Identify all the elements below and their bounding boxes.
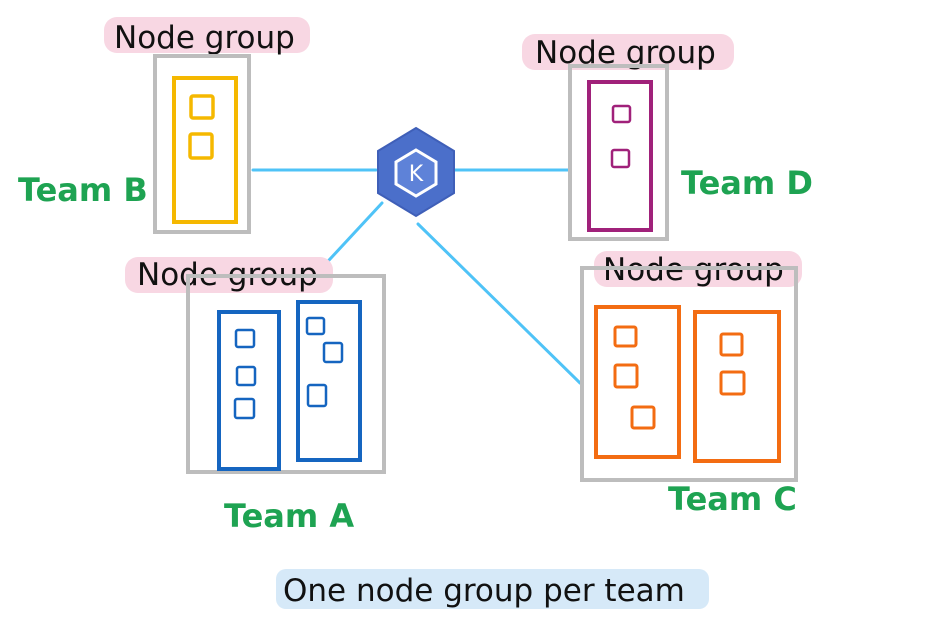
- node-group-team-a: Node group Team A: [125, 257, 386, 535]
- node-group-team-d: Node group Team D: [522, 34, 813, 241]
- hexagon-letter: K: [409, 162, 424, 187]
- pod-icon: [305, 316, 326, 336]
- pod-icon: [322, 341, 344, 364]
- node-group-box: [580, 266, 798, 482]
- label-highlight: [522, 34, 734, 70]
- team-label: Team D: [681, 164, 813, 202]
- node-group-label: Node group: [114, 20, 295, 56]
- pod-icon: [234, 328, 256, 349]
- node-box: [217, 310, 281, 471]
- node-box: [172, 76, 238, 224]
- node-box: [296, 300, 362, 462]
- hexagon-inner: [394, 148, 438, 198]
- node-group-box: [568, 64, 669, 241]
- pod-icon: [719, 370, 746, 396]
- pod-icon: [630, 405, 656, 430]
- connector-team-c: [416, 222, 582, 385]
- node-box: [587, 80, 653, 232]
- pod-icon: [611, 104, 632, 124]
- connectors: [251, 168, 582, 385]
- pod-icon: [188, 132, 214, 160]
- caption-text: One node group per team: [283, 573, 685, 609]
- pod-icon: [613, 325, 638, 348]
- pod-icon: [610, 148, 631, 169]
- node-group-team-c: Node group Team C: [580, 251, 802, 518]
- label-highlight: [104, 17, 310, 53]
- node-group-box: [153, 54, 251, 234]
- pod-icon: [306, 383, 328, 408]
- caption-highlight: [276, 569, 709, 609]
- team-label: Team B: [18, 171, 148, 209]
- node-box: [594, 305, 681, 459]
- pod-icon: [189, 94, 215, 120]
- node-group-team-b: Node group Team B: [18, 17, 310, 234]
- pod-icon: [233, 397, 256, 420]
- team-label: Team A: [224, 497, 354, 535]
- node-box: [693, 310, 781, 463]
- node-group-box: [186, 274, 386, 474]
- pod-icon: [613, 363, 639, 389]
- pod-icon: [235, 365, 257, 387]
- pod-icon: [719, 332, 744, 357]
- team-label: Team C: [668, 480, 797, 518]
- caption-group: One node group per team: [276, 569, 709, 609]
- kubernetes-helm-icon: K: [377, 126, 455, 218]
